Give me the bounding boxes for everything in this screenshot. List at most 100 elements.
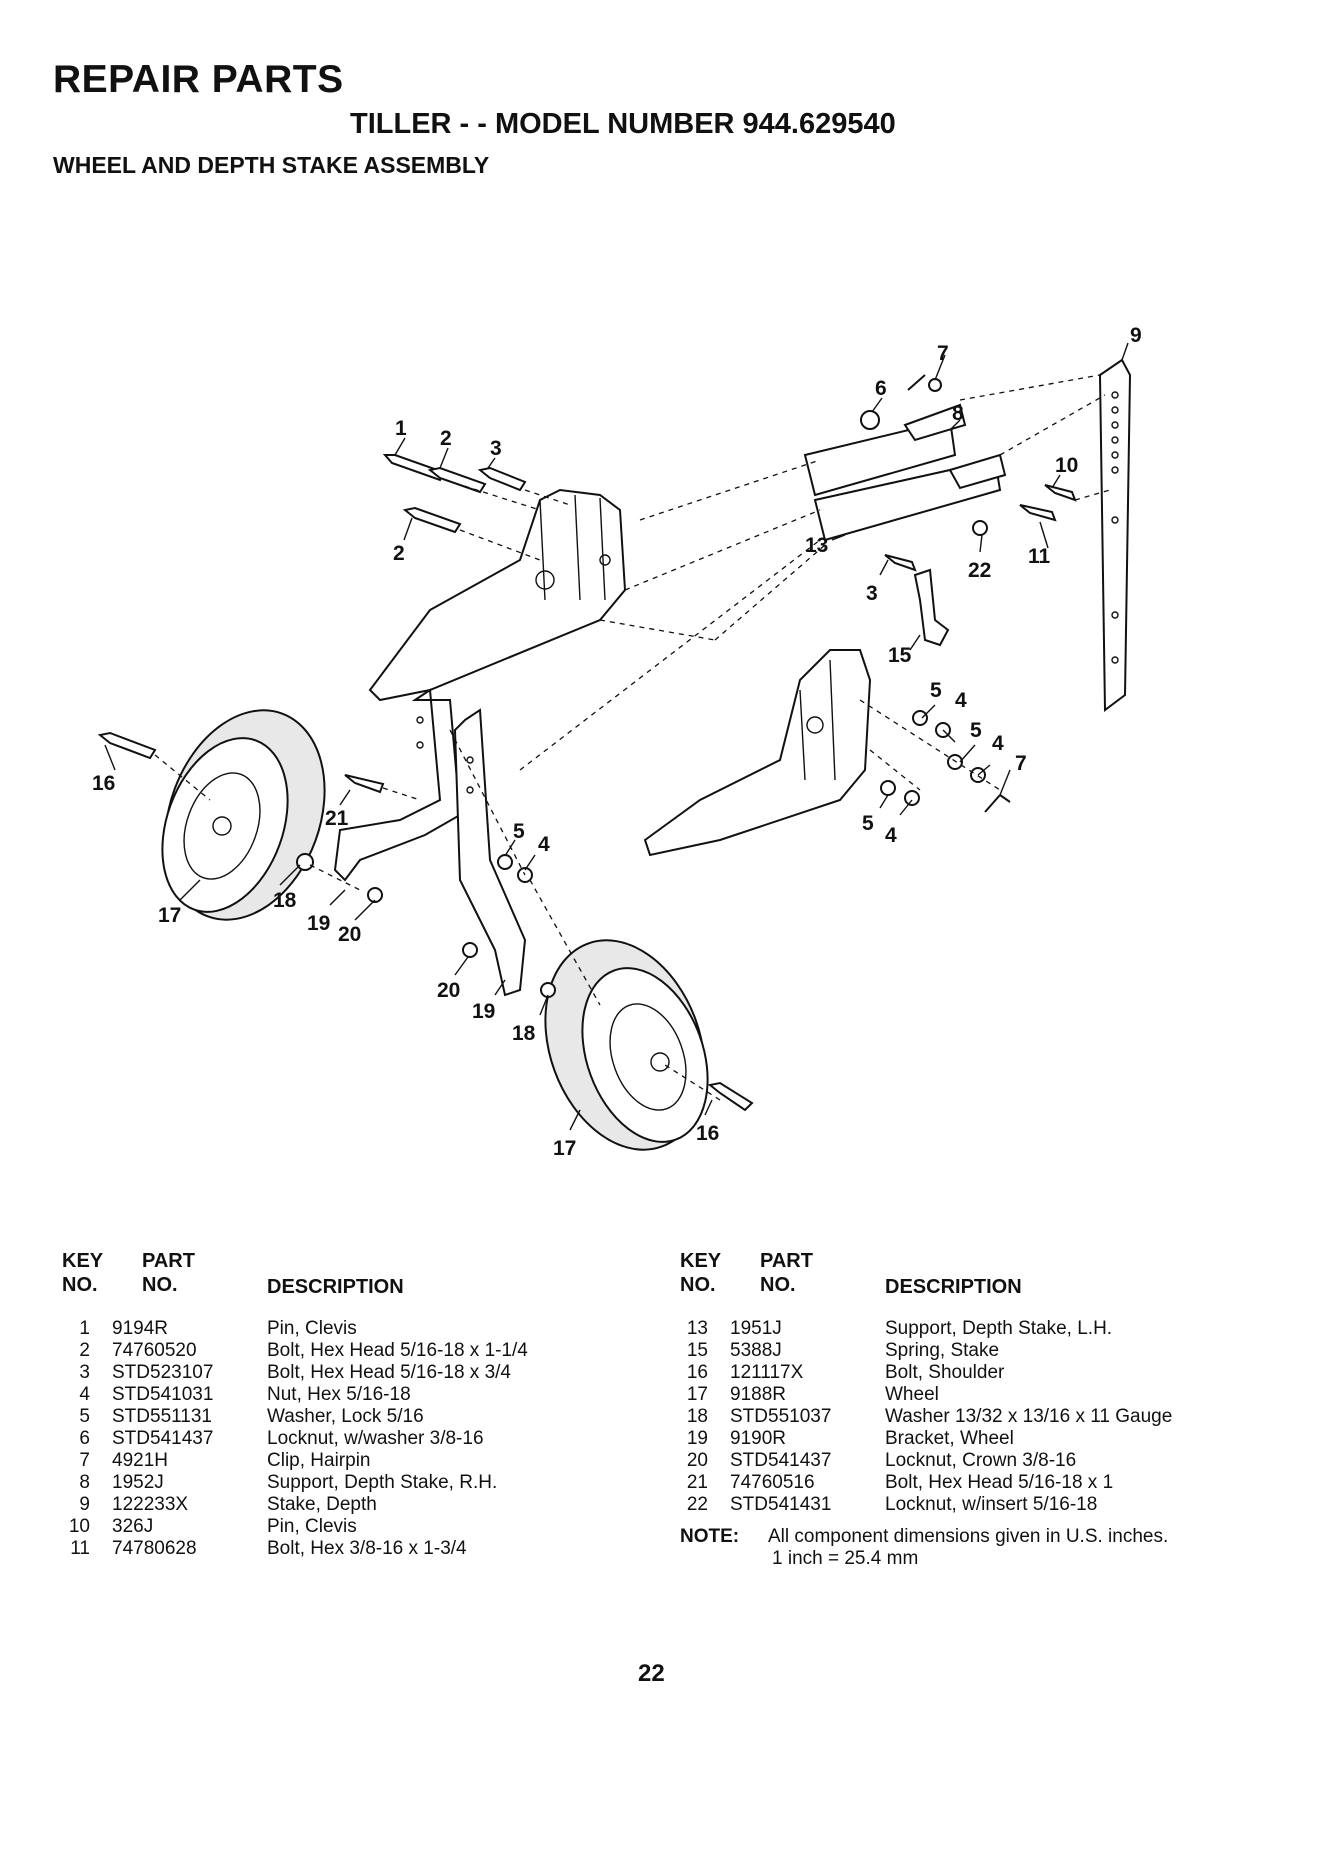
part-number: 5388J (730, 1340, 782, 1361)
part-description: Pin, Clevis (267, 1516, 357, 1537)
callout-11: 11 (1028, 545, 1051, 568)
right-wheel (544, 939, 709, 1151)
callout-5: 5 (862, 812, 874, 835)
callout-9: 9 (1130, 324, 1142, 347)
key-number: 3 (79, 1362, 90, 1383)
table-row: 9 122233X Stake, Depth (62, 1494, 622, 1516)
page-number: 22 (638, 1660, 665, 1687)
right-frame-bracket (643, 649, 872, 857)
part-number: 122233X (112, 1494, 189, 1515)
part-description: Bolt, Shoulder (885, 1362, 1005, 1383)
depth-stake-supports (803, 403, 1007, 542)
key-header: KEY (62, 1250, 104, 1272)
leader-lines (104, 342, 1129, 1131)
table-row: 8 1952J Support, Depth Stake, R.H. (62, 1472, 622, 1494)
callout-18: 18 (512, 1022, 536, 1045)
part-number: STD551037 (730, 1406, 832, 1427)
callout-16: 16 (696, 1122, 719, 1145)
part-number: 4921H (112, 1450, 168, 1471)
part-number: 74780628 (112, 1538, 197, 1559)
key-number: 5 (79, 1406, 90, 1427)
table-row: 22 STD541431 Locknut, w/insert 5/16-18 (680, 1494, 1280, 1516)
section-heading: WHEEL AND DEPTH STAKE ASSEMBLY (53, 152, 490, 178)
part-header-sub: NO. (760, 1274, 796, 1296)
key-header-sub: NO. (680, 1274, 716, 1296)
note-label: NOTE: (680, 1526, 740, 1547)
part-description: Stake, Depth (267, 1494, 377, 1515)
part-description: Locknut, w/insert 5/16-18 (885, 1494, 1098, 1515)
key-number: 18 (686, 1406, 708, 1427)
callout-4: 4 (885, 824, 897, 847)
part-description: Washer, Lock 5/16 (267, 1406, 424, 1427)
part-number: STD541437 (112, 1428, 214, 1449)
callout-3: 3 (866, 582, 878, 605)
part-description: Pin, Clevis (267, 1318, 357, 1339)
key-number: 20 (686, 1450, 708, 1471)
part-description: Support, Depth Stake, R.H. (267, 1472, 498, 1493)
callout-6: 6 (875, 377, 887, 400)
callout-2: 2 (393, 542, 405, 565)
part-header: PART (142, 1250, 195, 1272)
key-number: 2 (79, 1340, 90, 1361)
key-number: 11 (70, 1538, 90, 1559)
callout-5: 5 (970, 719, 982, 742)
key-number: 8 (79, 1472, 90, 1493)
callout-7: 7 (1015, 752, 1027, 775)
part-number: 74760516 (730, 1472, 815, 1493)
key-number: 22 (686, 1494, 708, 1515)
left-wheel (161, 709, 326, 921)
part-description: Nut, Hex 5/16-18 (267, 1384, 411, 1405)
page-title: REPAIR PARTS (53, 58, 344, 101)
callout-3: 3 (490, 437, 502, 460)
callout-20: 20 (437, 979, 460, 1002)
key-number: 19 (686, 1428, 708, 1449)
part-description: Locknut, w/washer 3/8-16 (267, 1428, 484, 1449)
part-description: Bolt, Hex Head 5/16-18 x 1-1/4 (267, 1340, 528, 1361)
key-number: 4 (79, 1384, 90, 1405)
part-description: Spring, Stake (885, 1340, 1000, 1361)
key-header: KEY (680, 1250, 722, 1272)
callout-13: 13 (805, 534, 828, 557)
dimensions-note: NOTE: All component dimensions given in … (680, 1526, 1280, 1576)
part-number: 1952J (112, 1472, 164, 1493)
callout-labels: 1 2 3 2 7 6 8 9 10 11 13 3 22 15 5 4 5 4… (92, 324, 1142, 1160)
callout-5: 5 (930, 679, 942, 702)
part-number: STD541431 (730, 1494, 832, 1515)
table-row: 11 74780628 Bolt, Hex 3/8-16 x 1-3/4 (62, 1538, 622, 1560)
part-description: Locknut, Crown 3/8-16 (885, 1450, 1077, 1471)
left-frame-bracket (368, 488, 627, 702)
part-description: Clip, Hairpin (267, 1450, 371, 1471)
model-heading: TILLER - - MODEL NUMBER 944.629540 (350, 108, 896, 140)
part-number: STD541437 (730, 1450, 832, 1471)
callout-1: 1 (395, 417, 407, 440)
assembly-lines (154, 374, 1111, 1101)
callout-2: 2 (440, 427, 452, 450)
callout-4: 4 (992, 732, 1004, 755)
table-row: 2 74760520 Bolt, Hex Head 5/16-18 x 1-1/4 (62, 1340, 622, 1362)
part-number: 121117X (730, 1362, 804, 1383)
callout-5: 5 (513, 820, 525, 843)
key-number: 9 (79, 1494, 90, 1515)
part-number: 9188R (730, 1384, 786, 1405)
part-number: 74760520 (112, 1340, 197, 1361)
description-header: DESCRIPTION (885, 1276, 1022, 1298)
note-line-1: All component dimensions given in U.S. i… (768, 1526, 1169, 1547)
key-header-sub: NO. (62, 1274, 98, 1296)
part-description: Bolt, Hex 3/8-16 x 1-3/4 (267, 1538, 467, 1559)
key-number: 17 (686, 1384, 708, 1405)
part-number: 9194R (112, 1318, 168, 1339)
